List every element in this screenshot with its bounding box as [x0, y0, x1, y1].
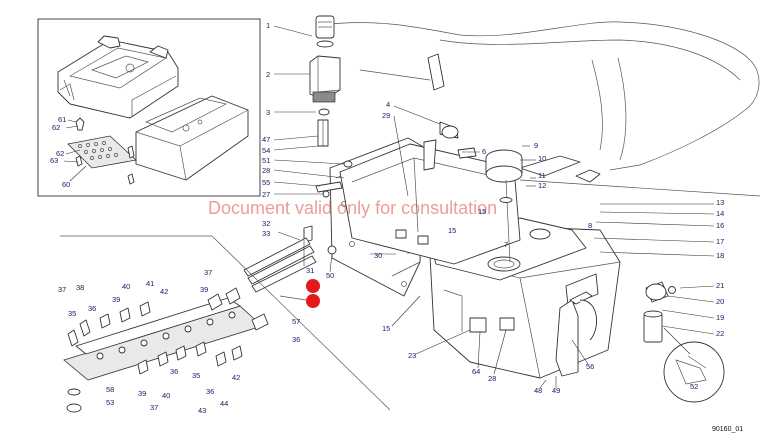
fuel-rail [63, 287, 269, 413]
callout-42-a: 42 [160, 287, 168, 296]
inset-detail-view [37, 18, 261, 197]
callout-33: 33 [262, 229, 270, 238]
callout-40-a: 40 [122, 282, 130, 291]
callout-36-b: 36 [292, 335, 300, 344]
filter-housing [309, 15, 341, 147]
callout-18: 18 [716, 251, 724, 260]
seat-outline [319, 21, 760, 183]
callout-28-lower: 28 [488, 374, 496, 383]
callout-56: 56 [586, 362, 594, 371]
callout-labels: 1 2 3 47 54 51 28 55 27 32 33 31 50 4 29… [50, 21, 724, 415]
callout-22: 22 [716, 329, 724, 338]
callout-61: 61 [58, 115, 66, 124]
callout-47: 47 [262, 135, 270, 144]
callout-38: 38 [76, 283, 84, 292]
callout-64: 64 [472, 367, 480, 376]
callout-8: 8 [588, 221, 592, 230]
callout-2: 2 [266, 70, 270, 79]
tank-lid [339, 143, 521, 265]
callout-39-a: 39 [112, 295, 120, 304]
callout-6: 6 [482, 147, 486, 156]
callout-37-b: 37 [204, 268, 212, 277]
callout-49: 49 [552, 386, 560, 395]
callout-15-mid: 15 [448, 226, 456, 235]
callout-17: 17 [716, 237, 724, 246]
callout-36-d: 36 [206, 387, 214, 396]
callout-44: 44 [220, 399, 228, 408]
red-marker-upper [306, 279, 320, 293]
red-marker-lower [306, 294, 320, 308]
callout-14: 14 [716, 209, 724, 218]
callout-leaders [273, 25, 715, 389]
callout-15-upper: 15 [478, 207, 486, 216]
callout-53: 53 [106, 398, 114, 407]
callout-4: 4 [386, 100, 390, 109]
callout-15-lower: 15 [382, 324, 390, 333]
callout-23: 23 [408, 351, 416, 360]
callout-40-b: 40 [162, 391, 170, 400]
callout-39-c: 39 [138, 389, 146, 398]
callout-20: 20 [716, 297, 724, 306]
tube-bundle [243, 237, 317, 293]
callout-48: 48 [534, 386, 542, 395]
guide-lines [60, 179, 761, 411]
callout-7: 7 [504, 240, 508, 249]
pump-group [555, 281, 676, 377]
callout-1: 1 [266, 21, 270, 30]
callout-43: 43 [198, 406, 206, 415]
callout-63: 63 [50, 156, 58, 165]
callout-51: 51 [262, 156, 270, 165]
callout-42-b: 42 [232, 373, 240, 382]
drawing-number: 90160_01 [712, 426, 743, 433]
callout-27: 27 [262, 190, 270, 199]
callout-35-b: 35 [192, 371, 200, 380]
callout-9: 9 [534, 141, 538, 150]
callout-54: 54 [262, 146, 270, 155]
callout-31: 31 [306, 266, 314, 275]
callout-55: 55 [262, 178, 270, 187]
callout-36-c: 36 [170, 367, 178, 376]
callout-32: 32 [262, 219, 270, 228]
callout-11: 11 [538, 171, 546, 180]
callout-58: 58 [106, 385, 114, 394]
callout-13: 13 [716, 198, 724, 207]
callout-62-upper: 62 [52, 123, 60, 132]
callout-37-a: 37 [58, 285, 66, 294]
callout-39-b: 39 [200, 285, 208, 294]
callout-41: 41 [146, 279, 154, 288]
callout-16: 16 [716, 221, 724, 230]
callout-35-a: 35 [68, 309, 76, 318]
detail-circle [663, 327, 725, 403]
callout-52: 52 [690, 382, 698, 391]
watermark-text: Document valid only for consultation [208, 198, 497, 218]
callout-3: 3 [266, 108, 270, 117]
callout-57: 57 [292, 317, 300, 326]
callout-36-a: 36 [88, 304, 96, 313]
callout-60: 60 [62, 180, 70, 189]
fasteners-left [303, 160, 353, 255]
callout-62-lower: 62 [56, 149, 64, 158]
callout-28: 28 [262, 166, 270, 175]
callout-12: 12 [538, 181, 546, 190]
callout-30: 30 [374, 251, 382, 260]
callout-37-c: 37 [150, 403, 158, 412]
callout-29: 29 [382, 111, 390, 120]
callout-50: 50 [326, 271, 334, 280]
level-sender [423, 121, 523, 263]
callout-10: 10 [538, 154, 546, 163]
callout-19: 19 [716, 313, 724, 322]
callout-21: 21 [716, 281, 724, 290]
